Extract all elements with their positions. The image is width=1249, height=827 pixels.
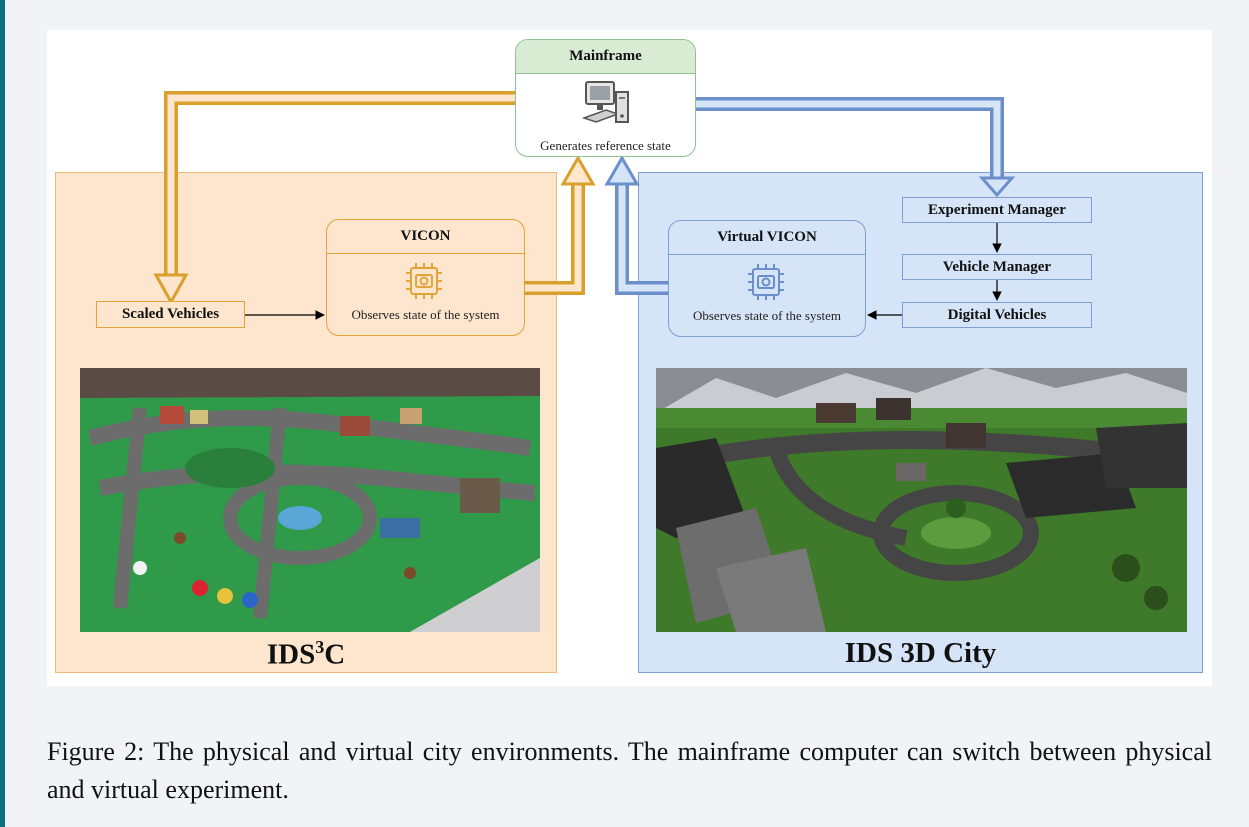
vicon-node: VICON Observes state of the system xyxy=(326,219,525,336)
vicon-to-mainframe-arrow xyxy=(525,154,596,295)
physical-label-end: C xyxy=(324,638,346,671)
physical-label-superscript: 3 xyxy=(315,637,325,657)
digital-vehicles-box: Digital Vehicles xyxy=(902,302,1092,328)
virtual-vicon-description: Observes state of the system xyxy=(692,308,842,323)
mainframe-to-experiment-manager-arrow xyxy=(696,97,1016,198)
vicon-title: VICON xyxy=(327,220,524,254)
virtual-vicon-node: Virtual VICON Observes state of the syst… xyxy=(668,220,866,337)
physical-city-photo xyxy=(80,368,540,632)
physical-environment-label: IDS3C xyxy=(55,637,557,672)
virtual-vicon-title: Virtual VICON xyxy=(669,221,865,255)
experiment-manager-box: Experiment Manager xyxy=(902,197,1092,223)
mainframe-title: Mainframe xyxy=(516,40,695,74)
vicon-description: Observes state of the system xyxy=(351,307,500,322)
left-accent-bar xyxy=(0,0,5,827)
chip-camera-icon xyxy=(748,264,784,300)
figure-caption: Figure 2: The physical and virtual city … xyxy=(47,737,1212,804)
mainframe-node: Mainframe Generates reference state xyxy=(515,39,696,157)
virtual-environment-label: IDS 3D City xyxy=(844,637,997,669)
mainframe-to-scaled-vehicles-arrow xyxy=(153,91,515,306)
scaled-vehicles-box: Scaled Vehicles xyxy=(96,301,245,328)
vehicle-manager-box: Vehicle Manager xyxy=(902,254,1092,280)
physical-label-main: IDS xyxy=(266,638,316,671)
chip-camera-icon xyxy=(406,263,442,299)
virtual-vicon-to-mainframe-arrow xyxy=(604,154,668,295)
mainframe-description: Generates reference state xyxy=(540,138,671,153)
computer-icon xyxy=(581,81,629,123)
virtual-city-render xyxy=(656,368,1187,632)
